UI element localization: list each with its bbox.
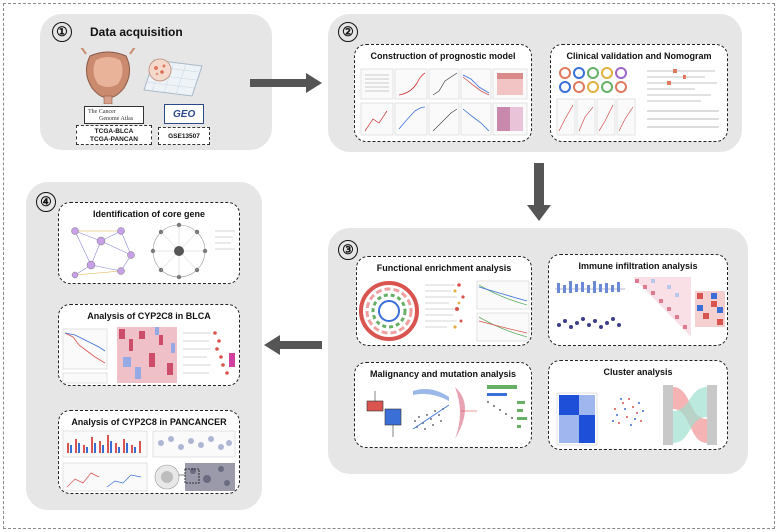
card-malignancy-mutation: Malignancy and mutation analysis bbox=[354, 362, 532, 448]
tcga-logo-line2: Genome Atlas bbox=[99, 116, 134, 122]
arrow-left-3-to-4 bbox=[264, 335, 322, 355]
prognostic-model-thumbnails bbox=[360, 68, 528, 136]
card-title-cyp2c8-blca: Analysis of CYP2C8 in BLCA bbox=[87, 311, 211, 321]
tcga-pancan-label: TCGA-PANCAN bbox=[90, 136, 138, 143]
card-clinical-validation: Clinical validation and Nomogram bbox=[550, 44, 728, 142]
functional-enrichment-thumbnails bbox=[359, 280, 530, 342]
card-title-functional-enrichment: Functional enrichment analysis bbox=[376, 263, 512, 273]
panel-analyses: ③ Functional enrichment analysis Immune … bbox=[328, 228, 748, 474]
card-title-immune-infiltration: Immune infiltration analysis bbox=[578, 261, 698, 271]
tcga-logo-line1: The Cancer bbox=[88, 109, 116, 115]
panel-title-data-acquisition: Data acquisition bbox=[90, 25, 183, 39]
arrow-right-1-to-2 bbox=[250, 73, 322, 93]
geo-logo: GEO bbox=[164, 104, 204, 124]
panel-data-acquisition: ① Data acquisition The Cancer Genome Atl… bbox=[40, 14, 272, 150]
step-number-3: ③ bbox=[338, 240, 358, 260]
card-core-gene: Identification of core gene bbox=[58, 202, 240, 284]
step-number-2: ② bbox=[338, 22, 358, 42]
cyp2c8-pancancer-thumbnails bbox=[62, 430, 236, 492]
tcga-blca-label: TCGA-BLCA bbox=[94, 128, 134, 135]
core-gene-network-thumbnails bbox=[71, 222, 235, 280]
geo-logo-text: GEO bbox=[173, 109, 196, 120]
cluster-thumbnails bbox=[556, 385, 717, 446]
arrow-down-2-to-3 bbox=[527, 163, 551, 221]
panel-core-gene: ④ Identification of core gene bbox=[26, 182, 262, 510]
card-functional-enrichment: Functional enrichment analysis bbox=[356, 256, 532, 346]
tcga-logo: The Cancer Genome Atlas bbox=[84, 106, 144, 124]
geo-dataset-label: GSE13507 bbox=[158, 127, 210, 145]
card-cluster: Cluster analysis bbox=[548, 360, 728, 450]
card-prognostic-model: Construction of prognostic model bbox=[354, 44, 532, 142]
bladder-illustration bbox=[80, 48, 136, 104]
card-title-cyp2c8-pancancer: Analysis of CYP2C8 in PANCANCER bbox=[71, 417, 227, 427]
tcga-dataset-label: TCGA-BLCA TCGA-PANCAN bbox=[76, 125, 152, 145]
clinical-validation-thumbnails bbox=[556, 67, 719, 136]
card-immune-infiltration: Immune infiltration analysis bbox=[548, 254, 728, 346]
card-title-clinical-validation: Clinical validation and Nomogram bbox=[566, 51, 712, 61]
cyp2c8-blca-thumbnails bbox=[62, 327, 235, 384]
step-number-4: ④ bbox=[36, 192, 56, 212]
card-cyp2c8-blca: Analysis of CYP2C8 in BLCA bbox=[58, 304, 240, 386]
card-title-cluster: Cluster analysis bbox=[603, 367, 673, 377]
malignancy-mutation-thumbnails bbox=[366, 385, 527, 439]
outer-dashed-frame bbox=[3, 3, 775, 529]
petri-dish-illustration bbox=[143, 58, 203, 97]
card-cyp2c8-pancancer: Analysis of CYP2C8 in PANCANCER bbox=[58, 410, 240, 494]
card-title-core-gene: Identification of core gene bbox=[92, 209, 205, 219]
gse13507-label: GSE13507 bbox=[168, 133, 200, 140]
immune-infiltration-thumbnails bbox=[555, 277, 725, 337]
card-title-malignancy-mutation: Malignancy and mutation analysis bbox=[369, 369, 517, 379]
card-title-prognostic-model: Construction of prognostic model bbox=[370, 51, 516, 61]
panel-prognostic-model: ② Construction of prognostic model bbox=[328, 14, 742, 152]
step-number-1: ① bbox=[52, 22, 72, 42]
